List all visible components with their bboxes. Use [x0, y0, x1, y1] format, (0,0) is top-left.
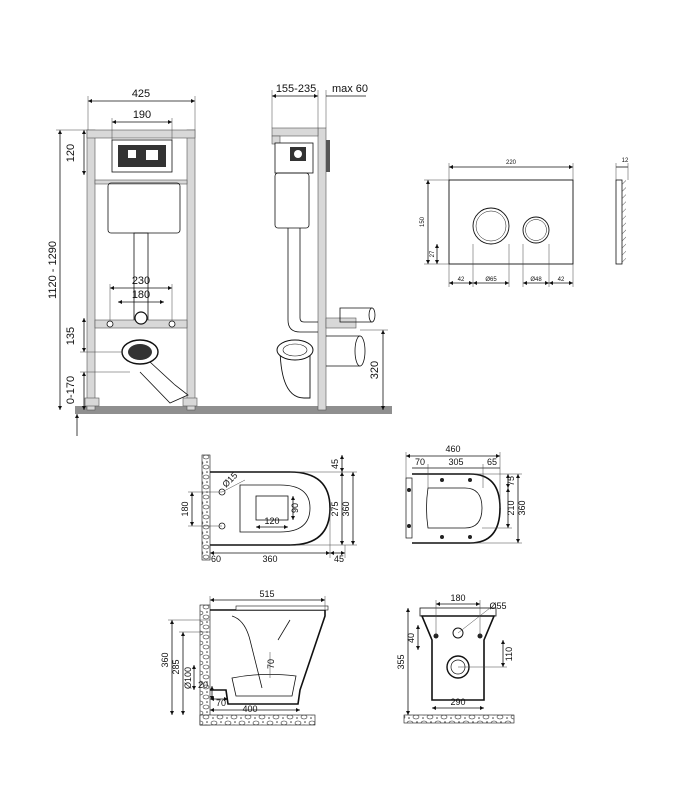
dim-margin-left: 42 — [458, 277, 465, 283]
dim-seat-seg-c: 65 — [487, 457, 497, 467]
dim-plate-thickness: 12 — [622, 158, 629, 164]
dim-side-toe: 70 — [216, 698, 226, 708]
bowl-back-view: 180 Ø55 40 355 110 290 — [396, 593, 515, 724]
dim-bowl-top-gap: 45 — [330, 459, 340, 469]
dim-plate-height: 150 — [420, 216, 426, 227]
bowl-top-view: 45 Ø15 180 275 360 120 90 360 45 60 — [180, 454, 357, 564]
dim-seat-seg-b: 305 — [448, 457, 463, 467]
dim-side-length: 515 — [259, 589, 274, 599]
dim-side-height: 360 — [160, 652, 170, 667]
dim-stud-spacing: 180 — [132, 289, 150, 301]
dim-bowl-hole: Ø15 — [220, 470, 239, 489]
bowl-side-view: 515 360 285 Ø100 70 20 70 400 — [160, 589, 329, 726]
dim-back-bolt-spacing: 180 — [450, 593, 465, 603]
dim-depth-range: 155-235 — [276, 83, 316, 95]
dim-drain-height: 320 — [369, 361, 381, 379]
dim-side-pipe: Ø100 — [183, 667, 193, 689]
dim-back-top: 40 — [406, 633, 416, 643]
dim-frame-inner: 190 — [133, 109, 151, 121]
dim-back-height: 355 — [396, 654, 406, 669]
dim-side-outlet-height: 285 — [171, 659, 181, 674]
seat-top-view: 460 70 305 65 75 210 360 — [405, 444, 527, 544]
dim-bowl-tail: 45 — [334, 554, 344, 564]
dim-side-drop: 70 — [266, 659, 276, 669]
dim-bowl-base: 60 — [211, 554, 221, 564]
dim-side-base: 400 — [242, 704, 257, 714]
dim-back-hole: Ø55 — [489, 601, 506, 611]
dim-seat-depth-b: 360 — [517, 500, 527, 515]
dim-bowl-depth-a: 275 — [330, 501, 340, 516]
dim-back-base: 290 — [450, 697, 465, 707]
dim-seat-depth-a: 210 — [506, 500, 516, 515]
dim-seat-hinge: 75 — [506, 476, 516, 486]
dim-bowl-inner-w: 120 — [264, 516, 279, 526]
dim-side-low: 20 — [198, 680, 208, 690]
dim-bowl-inner-h: 90 — [290, 503, 300, 513]
dim-outlet-spacing: 230 — [132, 275, 150, 287]
dim-wall-max: max 60 — [332, 83, 368, 95]
dim-outlet-height: 135 — [65, 327, 77, 345]
dim-frame-width: 425 — [132, 88, 150, 100]
dim-seat-width: 460 — [445, 444, 460, 454]
dim-bowl-mount: 180 — [180, 501, 190, 516]
dim-floor-adjust: 0-170 — [65, 376, 77, 404]
dim-bowl-depth-b: 360 — [341, 501, 351, 516]
dim-seat-seg-a: 70 — [415, 457, 425, 467]
dim-plate-width: 220 — [506, 160, 517, 166]
frame-side-view: 155-235 max 60 320 — [271, 83, 388, 411]
dim-button-offset: 27 — [430, 250, 436, 257]
flush-plate-view: 220 150 27 42 Ø65 Ø48 42 12 — [420, 158, 629, 287]
dim-button-large: Ø65 — [485, 277, 497, 283]
dim-frame-top: 120 — [65, 144, 77, 162]
dim-frame-height: 1120 - 1290 — [47, 241, 59, 299]
dim-button-small: Ø48 — [530, 277, 542, 283]
dim-back-outlet: 110 — [504, 647, 514, 661]
frame-front-view: 425 190 120 1120 - 1290 230 180 135 0-17… — [47, 88, 392, 436]
dim-margin-right: 42 — [558, 277, 565, 283]
dim-bowl-length: 360 — [262, 554, 277, 564]
